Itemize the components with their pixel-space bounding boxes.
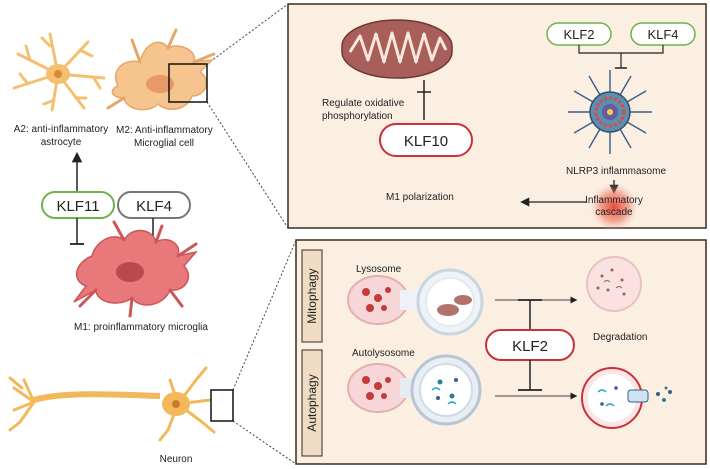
- nlrp3-label: NLRP3 inflammasome: [566, 166, 666, 177]
- a2-label-line2: astrocyte: [41, 137, 82, 148]
- m2-label-line2: Microglial cell: [134, 138, 194, 149]
- lysosome-label: Lysosome: [356, 264, 402, 275]
- m2-zoom-box: [168, 63, 208, 103]
- mito-label-line2: phosphorylation: [322, 111, 393, 122]
- zoom-line-top-b: [206, 101, 289, 229]
- m2-microglia-icon: [106, 28, 216, 111]
- cascade-label-line2: cascade: [595, 207, 633, 218]
- klf11-label: KLF11: [56, 198, 99, 215]
- degradation-vesicle-top: [586, 256, 642, 312]
- degradation-vesicle-bottom: [581, 367, 672, 429]
- zoom-line-bottom-a: [232, 239, 297, 391]
- neuron-icon: [8, 366, 216, 442]
- a2-label-line1: A2: anti-inflammatory: [14, 124, 108, 135]
- klf10-label: KLF10: [404, 133, 448, 150]
- klf4-left-label: KLF4: [136, 198, 172, 215]
- klf4-left-node: [117, 191, 191, 219]
- lysosome-fusion-icon: [347, 268, 484, 336]
- klf4-top-label: KLF4: [647, 27, 678, 42]
- neuron-zoom-box: [210, 389, 234, 422]
- nlrp3-inflammasome-icon: [568, 70, 652, 154]
- mitophagy-label: Mitophagy: [305, 268, 319, 323]
- autophagy-tab: [301, 349, 323, 457]
- mito-label-line1: Regulate oxidative: [322, 98, 405, 109]
- klf2-top-label: KLF2: [563, 27, 594, 42]
- mitochondrion-icon: [341, 19, 453, 79]
- m1-microglia-icon: [73, 220, 199, 318]
- autolysosome-label: Autolysosome: [352, 348, 415, 359]
- m1-label: M1: proinflammatory microglia: [74, 322, 208, 333]
- mitophagy-tab: [301, 249, 323, 343]
- klf10-node: [379, 123, 473, 157]
- degradation-label: Degradation: [593, 332, 647, 343]
- astrocyte-icon: [12, 32, 106, 112]
- klf11-node: [41, 191, 115, 219]
- autophagy-label: Autophagy: [305, 374, 319, 431]
- zoom-line-bottom-b: [232, 420, 297, 465]
- cascade-label-line1: Inflammatory: [585, 195, 643, 206]
- inflammatory-glow: [590, 183, 638, 231]
- autolysosome-fusion-icon: [347, 354, 482, 426]
- m1-polarization-label: M1 polarization: [386, 192, 454, 203]
- klf2-bottom-label: KLF2: [512, 338, 548, 355]
- zoom-line-top-a: [206, 3, 289, 65]
- m2-label-line1: M2: Anti-inflammatory: [116, 125, 213, 136]
- neuron-label: Neuron: [160, 454, 193, 465]
